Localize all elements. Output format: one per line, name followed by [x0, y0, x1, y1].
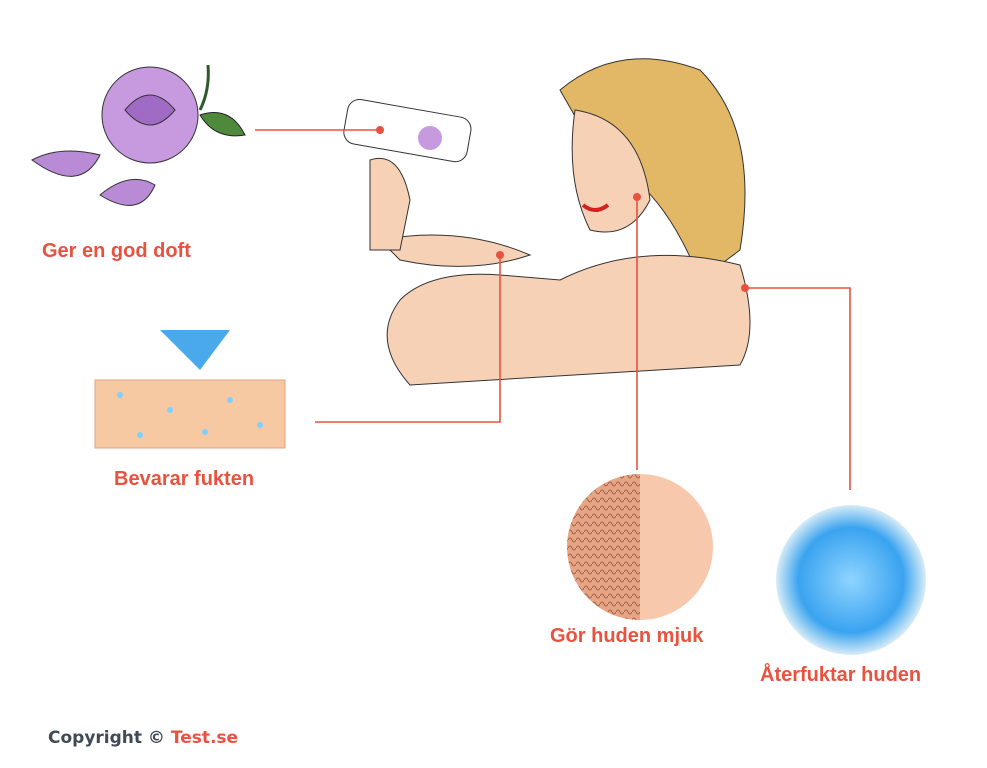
copyright-brand: Test.se	[170, 728, 239, 748]
woman-illustration	[343, 58, 751, 386]
label-soft-skin: Gör huden mjuk	[550, 625, 704, 647]
skin-layer-illustration	[94, 330, 286, 449]
hydration-illustration	[776, 505, 926, 655]
label-fragrance: Ger en god doft	[42, 240, 191, 262]
connector-dots	[376, 126, 749, 292]
label-moisture: Bevarar fukten	[114, 468, 255, 490]
label-hydrate: Återfuktar huden	[760, 664, 922, 686]
skin-texture-illustration	[567, 474, 713, 620]
connector-lines	[255, 129, 851, 490]
copyright: Copyright © Test.se	[48, 728, 238, 748]
copyright-text: Copyright ©	[48, 728, 165, 748]
rose-illustration	[31, 64, 246, 206]
